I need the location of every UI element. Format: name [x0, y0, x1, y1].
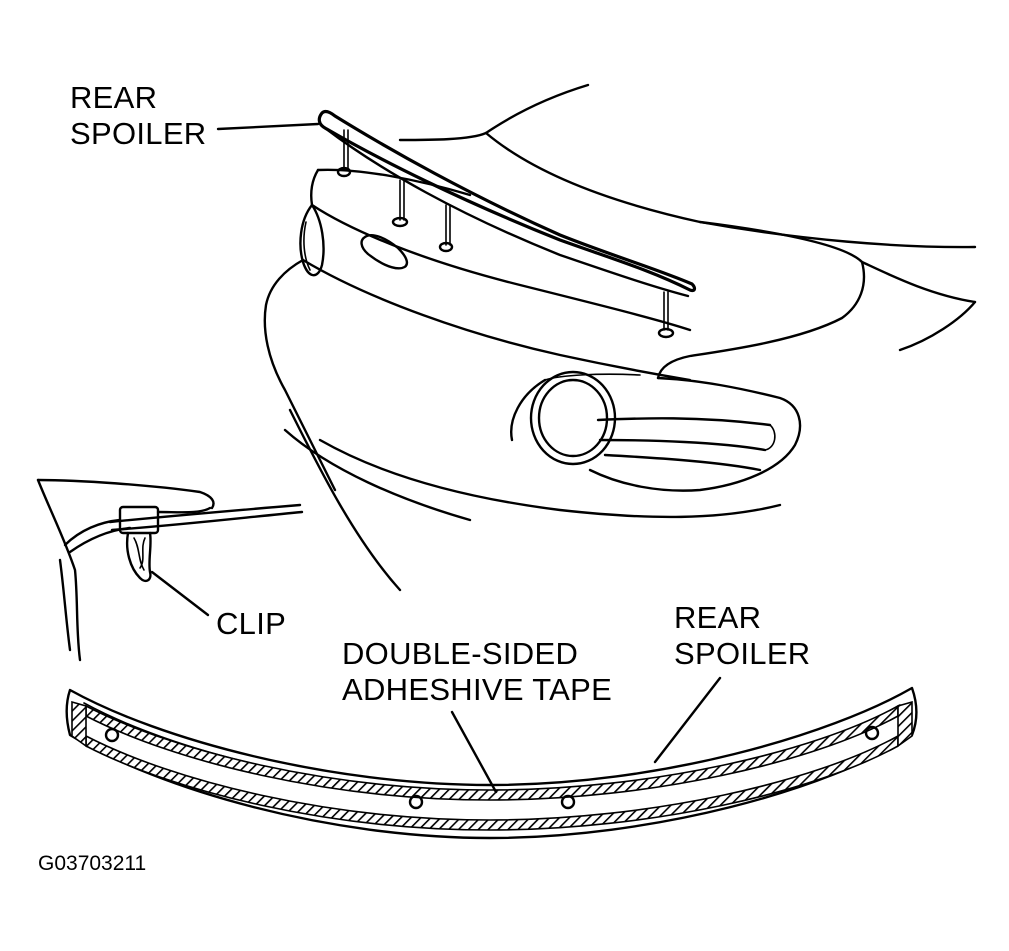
rear-spoiler-top-leader — [216, 122, 320, 131]
car-rear-body — [263, 83, 977, 592]
clip-detail — [36, 478, 304, 662]
tape-label-line2: ADHESHIVE TAPE — [342, 672, 613, 707]
rear-spoiler-label-bottom: REAR SPOILER — [674, 600, 810, 672]
clip-label: CLIP — [216, 606, 287, 641]
clip-leader — [150, 570, 210, 617]
rear-spoiler-mounted — [317, 109, 697, 339]
rear-spoiler-bottom-leader — [653, 676, 722, 764]
rear-spoiler-label-top: REAR SPOILER — [70, 80, 206, 152]
figure-code: G03703211 — [38, 852, 147, 875]
rear-spoiler-underside — [65, 686, 918, 840]
tape-leader — [450, 710, 498, 794]
rear-spoiler-label-bottom-line2: SPOILER — [674, 636, 811, 671]
rear-spoiler-label-top-line2: SPOILER — [70, 116, 207, 151]
rear-spoiler-label-top-line1: REAR — [70, 80, 158, 115]
rear-spoiler-label-bottom-line1: REAR — [674, 600, 762, 635]
tape-label-line1: DOUBLE-SIDED — [342, 636, 579, 671]
tape-label: DOUBLE-SIDED ADHESHIVE TAPE — [342, 636, 612, 708]
